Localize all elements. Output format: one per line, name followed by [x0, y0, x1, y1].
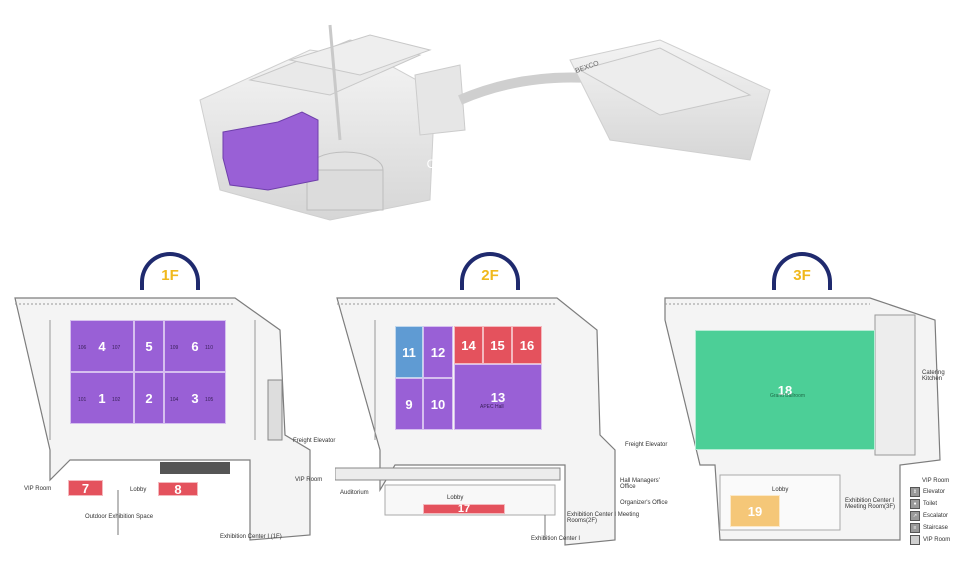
vip-room-icon: [910, 535, 920, 545]
floor-plan-1f: 4 5 6 1 2 3 106 107 109 110 101 102 104 …: [10, 290, 335, 550]
toilet-icon: ♦: [910, 499, 920, 509]
subroom-107: 107: [112, 345, 121, 351]
room-1f-7[interactable]: 7: [68, 480, 103, 496]
subroom-106: 106: [78, 345, 87, 351]
meeting-rooms-label-2f: Exhibition Center I Meeting Rooms(2F): [567, 512, 640, 524]
floor-plan-3f: 18 Grand Ballroom 19 Catering Kitchen VI…: [660, 290, 960, 550]
legend: ⇕Elevator ♦Toilet ↗Escalator ≡Staircase …: [910, 486, 950, 546]
room-2f-12[interactable]: 12: [423, 326, 453, 378]
catering-kitchen-label: Catering Kitchen: [922, 370, 945, 382]
subroom-105: 105: [205, 397, 214, 403]
legend-elevator: ⇕Elevator: [910, 486, 950, 498]
legend-staircase-text: Staircase: [923, 525, 949, 531]
floor-3f-label: 3F: [793, 267, 811, 284]
floor-1f-label: 1F: [161, 267, 179, 284]
apec-hall-label: APEC Hall: [480, 404, 504, 410]
room-2f-13[interactable]: 13: [454, 364, 542, 430]
room-1f-5[interactable]: 5: [134, 320, 164, 372]
freight-elevator-label-1f: Freight Elevator: [293, 438, 336, 444]
convention-hall-label: Convention Hall: [412, 157, 502, 187]
room-1f-3[interactable]: 3: [164, 372, 226, 424]
room-2f-17[interactable]: 17: [423, 503, 505, 515]
vip-room-label-3f: VIP Room: [922, 478, 950, 484]
room-1f-1[interactable]: 1: [70, 372, 134, 424]
organizers-office-label: Organizer's Office: [620, 500, 668, 506]
staircase-icon: ≡: [910, 523, 920, 533]
floor-badge-1f[interactable]: 1F: [140, 252, 200, 290]
exhibition-center-label-1f: Exhibition Center I (1F): [220, 534, 282, 540]
convention-hall-text: Convention Hall: [426, 157, 488, 186]
subroom-104: 104: [170, 397, 179, 403]
lobby-label-1f: Lobby: [130, 487, 147, 493]
subroom-109: 109: [170, 345, 179, 351]
floor-2f-label: 2F: [481, 267, 499, 284]
room-2f-11[interactable]: 11: [395, 326, 423, 378]
room-2f-10[interactable]: 10: [423, 378, 453, 430]
subroom-102: 102: [112, 397, 121, 403]
legend-escalator: ↗Escalator: [910, 510, 950, 522]
floor-badge-3f[interactable]: 3F: [772, 252, 832, 290]
legend-vip-room-text: VIP Room: [923, 537, 951, 543]
lobby-label-2f: Lobby: [447, 495, 464, 501]
subroom-110: 110: [205, 345, 213, 351]
room-2f-14[interactable]: 14: [454, 326, 483, 364]
legend-toilet-text: Toilet: [923, 501, 938, 507]
escalator-icon: ↗: [910, 511, 920, 521]
grand-ballroom-label: Grand Ballroom: [770, 393, 806, 399]
elevator-icon: ⇕: [910, 487, 920, 497]
room-1f-4[interactable]: 4: [70, 320, 134, 372]
legend-staircase: ≡Staircase: [910, 522, 950, 534]
room-2f-15[interactable]: 15: [483, 326, 512, 364]
room-3f-18[interactable]: 18: [695, 330, 875, 450]
building-illustration: Convention Hall BEXCO: [190, 20, 790, 235]
exhibition-center-label-2f: Exhibition Center I: [531, 536, 581, 542]
floor-badge-2f[interactable]: 2F: [460, 252, 520, 290]
legend-elevator-text: Elevator: [923, 489, 946, 495]
legend-escalator-text: Escalator: [923, 513, 949, 519]
vip-room-label-1f-left: VIP Room: [24, 486, 52, 492]
room-2f-16[interactable]: 16: [512, 326, 542, 364]
outdoor-exhibition-label: Outdoor Exhibition Space: [85, 514, 154, 520]
subroom-101: 101: [78, 397, 87, 403]
vip-room-label-1f-right: VIP Room: [295, 477, 323, 483]
room-1f-6[interactable]: 6: [164, 320, 226, 372]
room-3f-19[interactable]: 19: [730, 495, 780, 527]
lobby-label-3f: Lobby: [772, 487, 789, 493]
freight-elevator-label-2f: Freight Elevator: [625, 442, 668, 448]
legend-toilet: ♦Toilet: [910, 498, 950, 510]
legend-vip-room: VIP Room: [910, 534, 950, 546]
auditorium-label: Auditorium: [340, 490, 369, 496]
room-2f-9[interactable]: 9: [395, 378, 423, 430]
room-1f-2[interactable]: 2: [134, 372, 164, 424]
meeting-room-label-3f: Exhibition Center I Meeting Room(3F): [845, 498, 896, 510]
room-1f-8[interactable]: 8: [158, 482, 198, 497]
floor-plan-2f: 11 12 14 15 16 9 10 13 APEC Hall 17 Frei…: [334, 290, 668, 550]
hall-managers-label: Hall Managers' Office: [620, 478, 660, 490]
